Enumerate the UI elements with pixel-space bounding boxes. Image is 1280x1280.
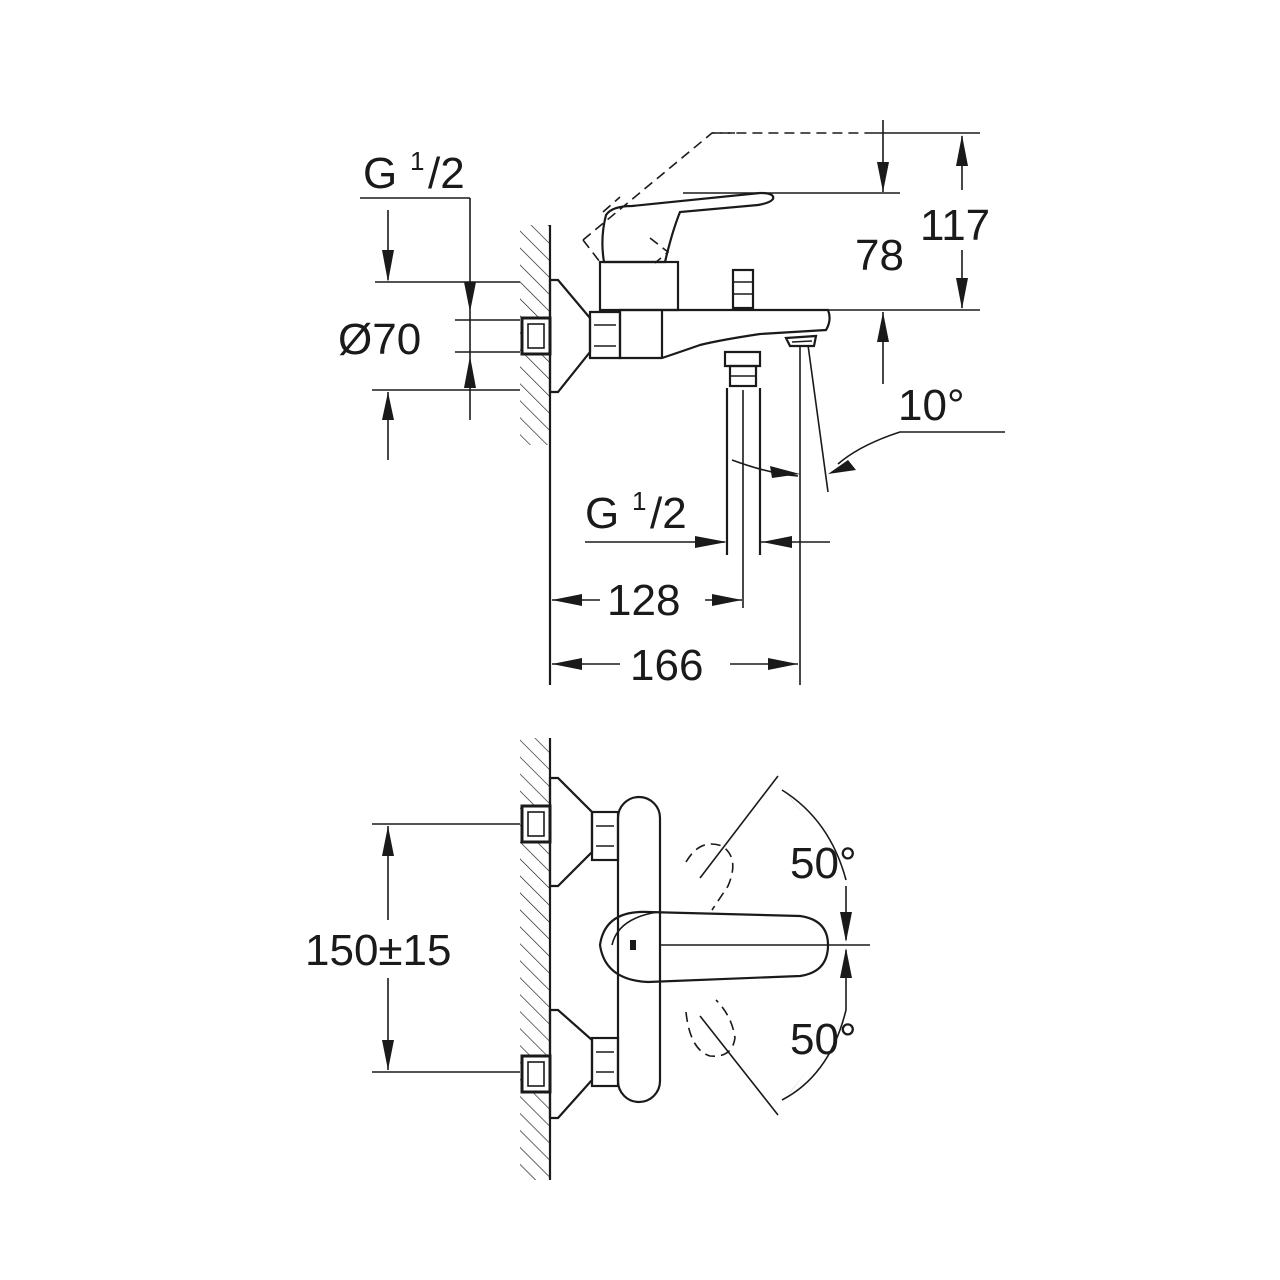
thread-dimension-bottom: G 1 /2 [585,486,830,548]
angle-10-label: 10° [898,381,965,430]
angle-lower-label: 50° [790,1015,857,1064]
angle-upper-label: 50° [790,839,857,888]
thread-denominator-bottom: /2 [650,489,687,538]
angle-lower-dimension: 50° [781,948,857,1101]
svg-text:G: G [363,149,397,198]
thread-numerator-bottom: 1 [632,486,646,516]
spacing-label: 150±15 [305,926,452,975]
top-view: 50° 50° 150±15 [305,738,870,1180]
dim-117: 117 [920,201,990,250]
dim-166: 166 [630,641,703,690]
spacing-dimension: 150±15 [305,823,520,1073]
angle-10-dimension: 10° [731,344,1005,685]
thread-letter-bottom: G [585,489,619,538]
dimension-166: 166 [552,641,798,690]
thread-numerator-top: 1 [410,146,424,176]
wall-top [520,738,552,1180]
dimension-128: 128 [552,576,742,625]
height-dimensions: 78 117 [683,120,990,384]
dim-78: 78 [855,231,904,280]
side-view: G 1 /2 Ø70 [338,120,1005,690]
diameter-dimension: Ø70 [338,315,520,460]
wall-connector-lower [520,1008,620,1120]
thread-letter-top: G [363,149,397,198]
angle-upper-dimension: 50° [781,789,857,942]
mixer-body-side [582,132,865,608]
thread-dimension-top: G 1 /2 [360,146,520,420]
wall-connector-upper [520,776,620,888]
dim-128: 128 [607,576,680,625]
thread-denominator-top: /2 [428,149,465,198]
diameter-label: Ø70 [338,315,421,364]
mixer-body-top [598,775,870,1116]
wall-side [520,225,552,685]
